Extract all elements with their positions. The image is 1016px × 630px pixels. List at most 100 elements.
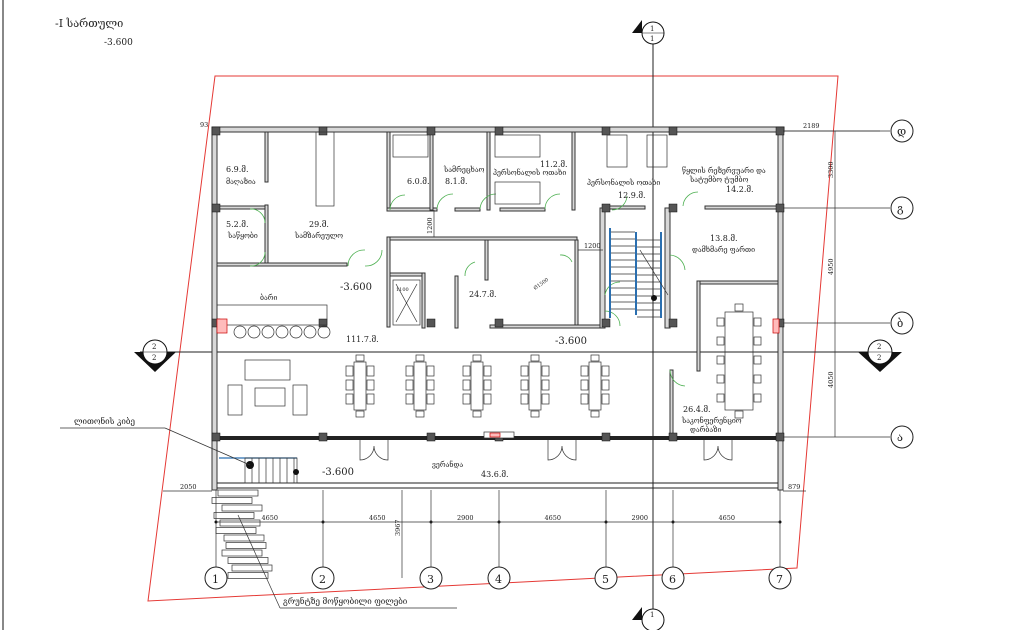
metal-stair bbox=[219, 457, 299, 484]
column bbox=[601, 203, 611, 213]
chair bbox=[753, 317, 762, 327]
chair bbox=[530, 354, 540, 362]
grid-label-row: გ bbox=[897, 202, 904, 215]
svg-text:საკონფერენციო: საკონფერენციო bbox=[681, 416, 742, 425]
grid-spacing-label: 4650 bbox=[369, 514, 386, 522]
svg-text:2050: 2050 bbox=[180, 483, 197, 491]
room-labels: 6.9.მ. მაღაზია 5.2.მ. საწყობი 29.მ. სამზ… bbox=[226, 160, 766, 479]
ground-slab bbox=[219, 519, 261, 527]
column bbox=[426, 126, 436, 136]
chair bbox=[462, 365, 471, 377]
svg-text:ვერანდა: ვერანდა bbox=[432, 460, 463, 469]
chair bbox=[483, 393, 492, 405]
column bbox=[668, 203, 678, 213]
ground-slab bbox=[215, 527, 257, 534]
svg-text:2189: 2189 bbox=[803, 122, 820, 130]
callout-metal-stair: ლითონის კიბე bbox=[60, 417, 251, 466]
dining-table bbox=[470, 361, 484, 411]
ground-slab bbox=[213, 512, 255, 519]
chair bbox=[541, 393, 550, 405]
chair bbox=[483, 379, 492, 391]
grid-bubble bbox=[890, 196, 914, 220]
bar-stool bbox=[275, 325, 289, 339]
room-area: 6.9.მ. bbox=[226, 165, 249, 174]
svg-text:გრუნტზე მოწყობილი ფილები: გრუნტზე მოწყობილი ფილები bbox=[283, 597, 408, 606]
svg-text:სატუმბო ტუმბო: სატუმბო ტუმბო bbox=[689, 176, 748, 184]
grid-label-row: დ bbox=[897, 125, 906, 138]
chair bbox=[355, 354, 365, 362]
room-name: მაღაზია bbox=[226, 178, 256, 186]
svg-text:-3.600: -3.600 bbox=[555, 336, 587, 347]
svg-text:პერსონალის ოთახი: პერსონალის ოთახი bbox=[493, 168, 566, 177]
grid-bubble bbox=[311, 566, 335, 590]
chair bbox=[734, 303, 744, 312]
grid-bubble bbox=[419, 566, 443, 590]
grid-label-col: 7 bbox=[776, 573, 783, 586]
svg-text:3300: 3300 bbox=[827, 161, 835, 178]
main-staircase bbox=[609, 228, 669, 318]
conference-table bbox=[716, 303, 762, 419]
section-marker-2-right: 2 2 bbox=[858, 339, 902, 372]
dining-table bbox=[413, 361, 427, 411]
callout-ground-slabs: გრუნტზე მოწყობილი ფილები bbox=[237, 514, 457, 609]
chair bbox=[530, 410, 540, 418]
svg-text:2: 2 bbox=[877, 354, 881, 362]
grid-spacing-label: 4650 bbox=[719, 514, 736, 522]
column bbox=[211, 432, 221, 442]
svg-text:პერსონალის ოთახი: პერსონალის ოთახი bbox=[587, 178, 660, 187]
lounge-sofas bbox=[227, 359, 308, 416]
grid-spacing-label: 4650 bbox=[545, 514, 562, 522]
svg-text:2: 2 bbox=[877, 343, 881, 351]
svg-text:26.4.მ.: 26.4.მ. bbox=[683, 405, 711, 414]
bar-stool bbox=[247, 325, 261, 339]
ground-slab bbox=[223, 534, 265, 542]
column bbox=[601, 126, 611, 136]
chair bbox=[472, 410, 482, 418]
svg-text:4050: 4050 bbox=[827, 371, 835, 388]
ground-slab bbox=[217, 489, 259, 497]
chair bbox=[345, 393, 354, 405]
chair bbox=[716, 317, 725, 327]
bar-stool bbox=[317, 325, 331, 339]
grid-label-col: 6 bbox=[669, 573, 676, 586]
svg-text:13.8.მ.: 13.8.მ. bbox=[710, 234, 738, 243]
bar-stool bbox=[289, 325, 303, 339]
chair bbox=[734, 410, 744, 419]
svg-text:1: 1 bbox=[650, 35, 654, 43]
column bbox=[601, 318, 611, 328]
svg-text:3967: 3967 bbox=[394, 519, 402, 536]
column bbox=[318, 126, 328, 136]
column bbox=[668, 432, 678, 442]
chair bbox=[345, 379, 354, 391]
grid-bubble bbox=[661, 566, 685, 590]
svg-text:111.7.მ.: 111.7.მ. bbox=[346, 335, 379, 344]
chair bbox=[472, 354, 482, 362]
ground-slab bbox=[227, 572, 269, 579]
svg-text:-3.600: -3.600 bbox=[340, 282, 372, 293]
chair bbox=[426, 393, 435, 405]
chair bbox=[345, 365, 354, 377]
grid-label-col: 4 bbox=[495, 573, 502, 586]
ground-slab bbox=[221, 549, 263, 557]
svg-text:სამზარეულო: სამზარეულო bbox=[294, 232, 343, 240]
dining-table bbox=[528, 361, 542, 411]
chair bbox=[520, 393, 529, 405]
chair bbox=[753, 355, 762, 365]
chair bbox=[590, 354, 600, 362]
chair bbox=[415, 354, 425, 362]
chair bbox=[426, 379, 435, 391]
svg-text:წყლის რეზერვუარი და: წყლის რეზერვუარი და bbox=[682, 167, 766, 175]
section-marker-1-top: 1 1 bbox=[632, 20, 665, 45]
chair bbox=[355, 410, 365, 418]
chair bbox=[601, 365, 610, 377]
grid-spacing-label: 4650 bbox=[262, 514, 279, 522]
column bbox=[211, 203, 221, 213]
chair bbox=[483, 365, 492, 377]
ground-slabs bbox=[211, 489, 273, 579]
bar-stool bbox=[261, 325, 275, 339]
chair bbox=[405, 393, 414, 405]
column bbox=[775, 126, 785, 136]
chair bbox=[366, 365, 375, 377]
chair bbox=[462, 393, 471, 405]
